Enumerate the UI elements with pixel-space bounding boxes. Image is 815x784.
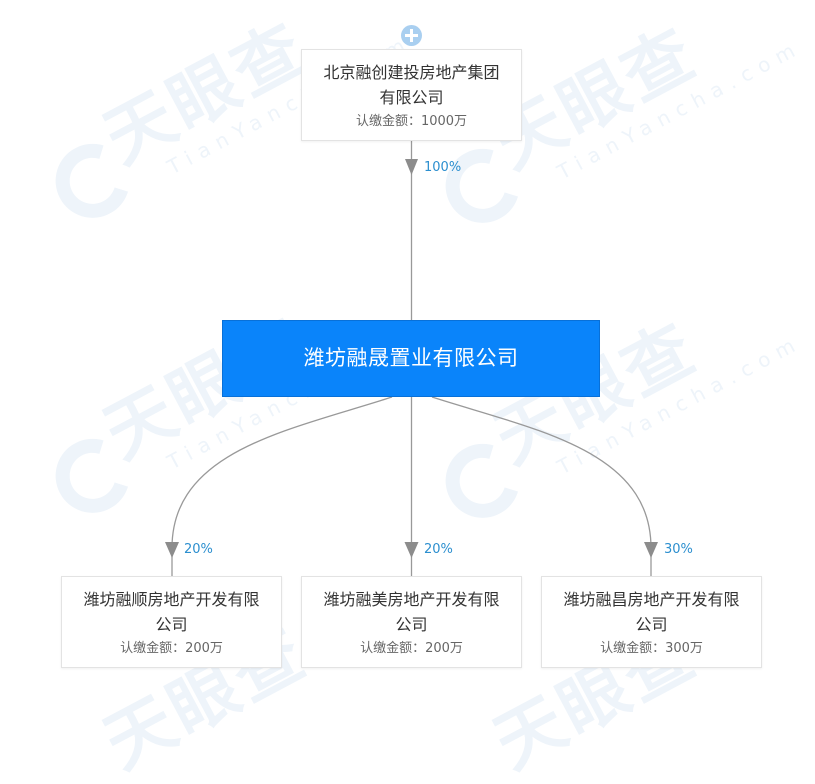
investment-name-line1: 潍坊融昌房地产开发有限 <box>563 590 740 609</box>
arrow-down-icon <box>644 542 658 558</box>
investment-node[interactable]: 潍坊融顺房地产开发有限 公司 认缴金额：200万 <box>61 576 282 668</box>
investment-name: 潍坊融美房地产开发有限 公司 <box>302 587 521 637</box>
shareholder-name-line2: 有限公司 <box>379 88 444 107</box>
shareholder-name-line1: 北京融创建投房地产集团 <box>323 63 500 82</box>
shareholder-percent: 100% <box>424 160 462 175</box>
focus-company-name: 潍坊融晟置业有限公司 <box>303 346 519 370</box>
investment-name: 潍坊融顺房地产开发有限 公司 <box>62 587 281 637</box>
investment-amount: 认缴金额：200万 <box>120 641 223 656</box>
link-child-2 <box>431 396 652 549</box>
shareholder-amount: 认缴金额：1000万 <box>355 114 468 129</box>
investment-name: 潍坊融昌房地产开发有限 公司 <box>542 587 761 637</box>
investment-node[interactable]: 潍坊融美房地产开发有限 公司 认缴金额：200万 <box>301 576 522 668</box>
investment-percent: 20% <box>424 542 453 557</box>
investment-amount: 认缴金额：200万 <box>360 641 463 656</box>
link-lines <box>165 141 658 576</box>
equity-structure-diagram: 天眼查 TianYancha.com 天眼查 TianYancha.com 天眼… <box>42 8 806 784</box>
shareholder-node[interactable]: 北京融创建投房地产集团 有限公司 认缴金额：1000万 <box>301 49 522 141</box>
investment-node[interactable]: 潍坊融昌房地产开发有限 公司 认缴金额：300万 <box>541 576 762 668</box>
arrow-down-icon <box>165 542 179 558</box>
investment-amount: 认缴金额：300万 <box>600 641 703 656</box>
expand-shareholders-button[interactable] <box>401 25 422 46</box>
investment-percent: 20% <box>184 542 213 557</box>
investment-name-line2: 公司 <box>395 615 428 634</box>
investment-name-line2: 公司 <box>635 615 668 634</box>
focus-company-node[interactable]: 潍坊融晟置业有限公司 <box>222 320 600 397</box>
investment-percent: 30% <box>664 542 693 557</box>
investment-name-line2: 公司 <box>155 615 188 634</box>
arrow-down-icon <box>405 159 418 175</box>
link-child-0 <box>171 396 393 549</box>
shareholder-name: 北京融创建投房地产集团 有限公司 <box>302 60 521 110</box>
arrow-down-icon <box>404 542 419 558</box>
investment-name-line1: 潍坊融顺房地产开发有限 <box>83 590 260 609</box>
investment-name-line1: 潍坊融美房地产开发有限 <box>323 590 500 609</box>
